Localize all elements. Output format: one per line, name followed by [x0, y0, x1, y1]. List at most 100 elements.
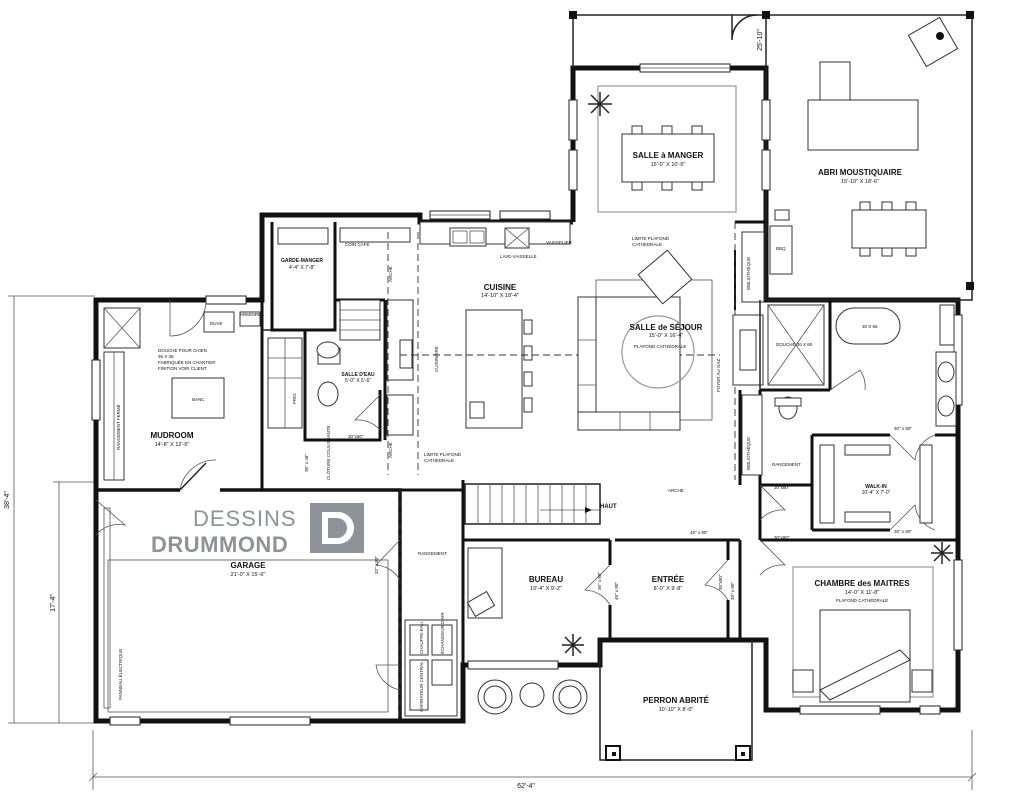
svg-text:30" x 80": 30" x 80"	[894, 529, 912, 534]
svg-text:CATHÉDRALE: CATHÉDRALE	[632, 241, 662, 247]
svg-text:8'-0" X 9'-8": 8'-0" X 9'-8"	[654, 586, 683, 592]
svg-text:BANC: BANC	[192, 397, 205, 402]
svg-text:RANGEMENT FERMÉ: RANGEMENT FERMÉ	[115, 404, 121, 450]
dining-elements	[588, 85, 737, 213]
perron-elements	[477, 679, 588, 715]
svg-text:32" x 80": 32" x 80"	[374, 556, 379, 574]
svg-text:PANNEAU ÉLECTRIQUE: PANNEAU ÉLECTRIQUE	[117, 649, 123, 700]
label-salle-manger: SALLE à MANGER	[633, 151, 704, 160]
living-elements	[577, 231, 765, 476]
plant-icon	[588, 92, 612, 116]
svg-text:15'-10" X 18'-6": 15'-10" X 18'-6"	[841, 179, 879, 185]
svg-text:36" x 80": 36" x 80"	[597, 572, 602, 590]
label-garde-manger: GARDE-MANGER	[281, 258, 323, 264]
svg-text:30"x80": 30"x80"	[718, 574, 723, 590]
svg-text:HAUT: HAUT	[600, 504, 617, 510]
svg-text:4'-4" X 7'-8": 4'-4" X 7'-8"	[289, 265, 315, 271]
svg-text:14'-10" X 18'-4": 14'-10" X 18'-4"	[481, 293, 519, 299]
bedroom-elements	[792, 542, 953, 703]
label-bureau: BUREAU	[529, 575, 563, 584]
svg-text:30" x 80": 30" x 80"	[730, 582, 735, 600]
svg-text:36 X 36: 36 X 36	[158, 354, 174, 359]
svg-text:30"x80": 30"x80"	[774, 535, 790, 540]
svg-text:15'-0" X 10'-6": 15'-0" X 10'-6"	[651, 162, 686, 168]
svg-text:FABRIQUÉE EN CHANTIER: FABRIQUÉE EN CHANTIER	[158, 359, 216, 365]
svg-text:30"x80": 30"x80"	[348, 434, 364, 439]
svg-text:BIBLIOTHÈQUE: BIBLIOTHÈQUE	[745, 437, 751, 470]
svg-text:5'-0" X 5'-6": 5'-0" X 5'-6"	[345, 378, 371, 384]
dim-total-width: 62'-4"	[517, 783, 535, 790]
dim-left-depth: 38'-4"	[4, 491, 11, 509]
svg-text:CHAUFFE-EAU: CHAUFFE-EAU	[419, 622, 424, 654]
svg-text:BBQ: BBQ	[776, 246, 786, 251]
label-cuisine: CUISINE	[484, 283, 517, 292]
svg-text:COIN CAFÉ: COIN CAFÉ	[345, 241, 370, 247]
svg-text:14'-0" X 11'-8": 14'-0" X 11'-8"	[845, 590, 879, 596]
label-entree: ENTRÉE	[652, 575, 685, 584]
label-garage: GARAGE	[230, 561, 266, 570]
svg-text:DOUCHE 36 X 60: DOUCHE 36 X 60	[776, 342, 813, 347]
svg-text:RANGEMENT: RANGEMENT	[418, 551, 447, 556]
label-salle-eau: SALLE D'EAU	[341, 372, 375, 378]
dessins-drummond-logo: DESSINS DRUMMOND	[151, 503, 364, 557]
bureau-elements	[466, 547, 584, 656]
label-perron: PERRON ABRITÉ	[643, 696, 710, 705]
svg-text:14'-8" X 12'-6": 14'-8" X 12'-6"	[155, 442, 190, 448]
svg-text:LAVE-VAISSELLE: LAVE-VAISSELLE	[500, 254, 537, 259]
svg-text:PLAFOND CATHÉDRALE: PLAFOND CATHÉDRALE	[836, 597, 888, 603]
svg-text:30" x 80": 30" x 80"	[894, 426, 912, 431]
walkin-elements	[819, 444, 933, 524]
bath-elements	[767, 304, 957, 427]
label-chambre: CHAMBRE des MAITRES	[814, 579, 910, 588]
svg-text:PLAFOND CATHÉDRALE: PLAFOND CATHÉDRALE	[634, 343, 686, 349]
svg-text:ARMOIRES: ARMOIRES	[240, 312, 264, 317]
dim-garage-depth: 17'-4"	[50, 594, 57, 612]
garage-elements	[103, 490, 458, 720]
svg-text:FINITION VOIR CLIENT: FINITION VOIR CLIENT	[158, 366, 207, 371]
svg-text:10'-4" X 9'-2": 10'-4" X 9'-2"	[530, 586, 562, 592]
svg-text:10'-4" X 7'-0": 10'-4" X 7'-0"	[862, 490, 891, 496]
svg-text:LIMITE PLAFOND: LIMITE PLAFOND	[632, 236, 670, 241]
svg-text:RANGEMENT: RANGEMENT	[772, 462, 801, 467]
room-labels: SALLE à MANGER 15'-0" X 10'-6" ABRI MOUS…	[150, 151, 910, 713]
svg-text:ARCHE: ARCHE	[388, 266, 393, 282]
plant-icon	[931, 542, 953, 564]
svg-text:FRIG: FRIG	[292, 393, 297, 404]
chair-icon	[907, 16, 959, 68]
svg-text:CUISINIÈRE: CUISINIÈRE	[433, 346, 439, 372]
abri-elements	[769, 16, 959, 275]
label-walkin: WALK-IN	[865, 484, 887, 490]
mudroom-elements	[103, 307, 303, 481]
svg-text:CATHÉDRALE: CATHÉDRALE	[424, 457, 454, 463]
svg-text:30 X 66: 30 X 66	[862, 324, 878, 329]
svg-text:30"x80": 30"x80"	[774, 485, 790, 490]
svg-text:48" x 80": 48" x 80"	[690, 530, 708, 535]
svg-text:ARCHE: ARCHE	[388, 442, 393, 458]
svg-text:21'-0" X 15'-6": 21'-0" X 15'-6"	[231, 572, 266, 578]
doors	[95, 14, 936, 691]
stairs	[477, 484, 600, 524]
svg-text:ARCHE: ARCHE	[668, 488, 684, 493]
svg-text:DUVE: DUVE	[210, 321, 223, 326]
label-sejour: SALLE de SÉJOUR	[630, 323, 703, 332]
svg-text:FOYER AU GAZ: FOYER AU GAZ	[716, 358, 721, 392]
logo-line1: DESSINS	[193, 506, 297, 531]
svg-text:36" x 48": 36" x 48"	[304, 454, 309, 472]
svg-text:10'-10" X 8'-0": 10'-10" X 8'-0"	[659, 707, 694, 713]
svg-text:CLÔTURE COULISSANTE: CLÔTURE COULISSANTE	[325, 425, 331, 480]
plant-icon	[562, 634, 584, 656]
svg-text:48" x 80": 48" x 80"	[614, 582, 619, 600]
pantry-elements	[277, 227, 414, 436]
svg-text:BIBLIOTHÈQUE: BIBLIOTHÈQUE	[745, 257, 751, 290]
windows	[91, 63, 963, 726]
svg-text:ÉCHANGEUR D'AIR: ÉCHANGEUR D'AIR	[439, 612, 445, 654]
svg-text:VAISSELIER: VAISSELIER	[546, 240, 573, 245]
svg-text:DOUCHE POUR CHIEN: DOUCHE POUR CHIEN	[158, 348, 207, 353]
svg-text:15'-0" X 16'-4": 15'-0" X 16'-4"	[649, 333, 684, 339]
label-abri: ABRI MOUSTIQUAIRE	[818, 168, 903, 177]
kitchen-elements	[387, 221, 736, 480]
svg-text:LIMITE PLAFOND: LIMITE PLAFOND	[424, 452, 462, 457]
plan-notes: COIN CAFÉ LAVE-VAISSELLE VAISSELIER LIMI…	[115, 236, 912, 712]
logo-line2: DRUMMOND	[151, 532, 288, 557]
